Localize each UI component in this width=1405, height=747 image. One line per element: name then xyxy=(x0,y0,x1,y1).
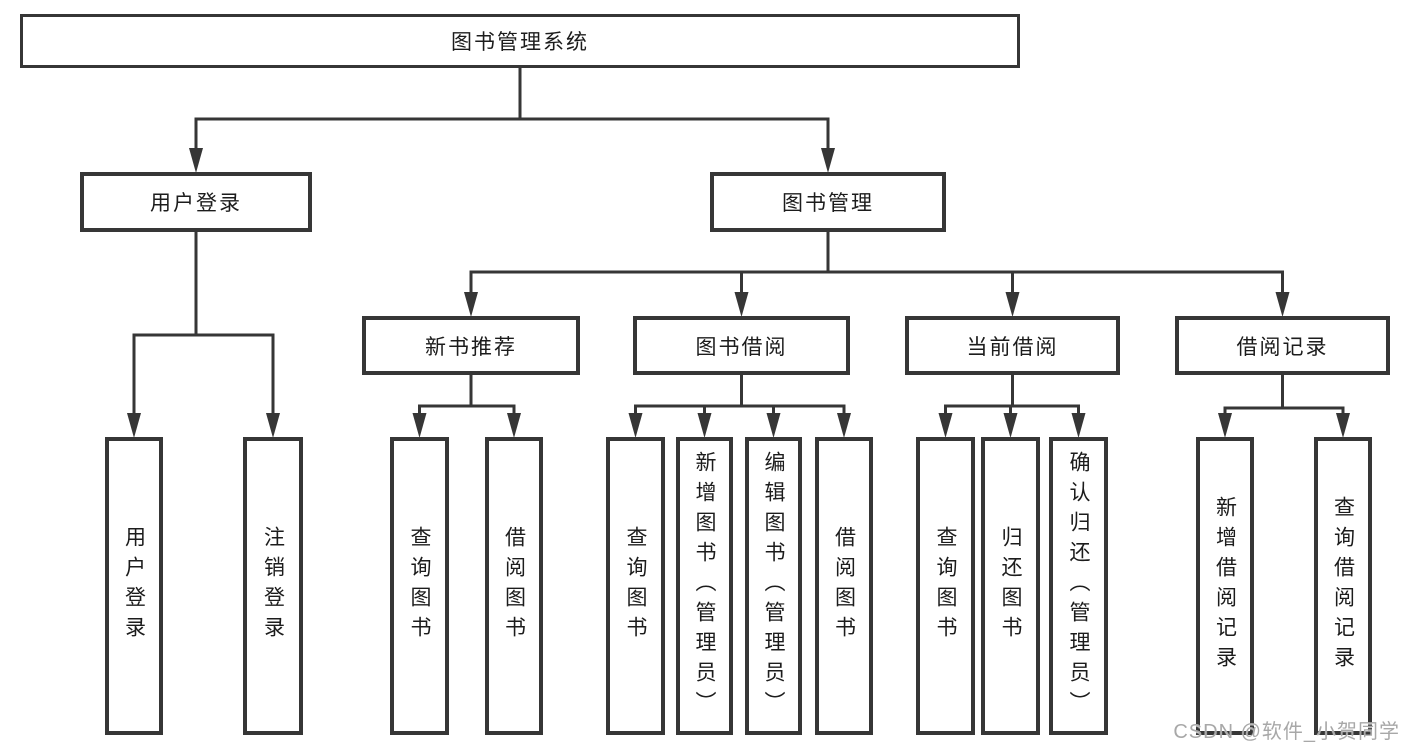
node-label: 借阅记录 xyxy=(1236,335,1329,359)
node-cb-confirm-return: 确认归还（管理员） xyxy=(1049,437,1108,735)
node-bb-borrow-books: 借阅图书 xyxy=(815,437,873,735)
node-label: 注销登录 xyxy=(261,526,285,646)
node-label: 用户登录 xyxy=(150,192,242,215)
arrowhead-icon xyxy=(766,413,781,438)
arrowhead-icon xyxy=(938,413,953,438)
node-label: 当前借阅 xyxy=(966,335,1059,359)
node-label: 新增图书（管理员） xyxy=(693,451,716,721)
node-label: 查询图书 xyxy=(624,526,647,646)
arrowhead-icon xyxy=(127,413,141,438)
node-label: 归还图书 xyxy=(999,526,1022,646)
node-nbr-borrow-books: 借阅图书 xyxy=(485,437,543,735)
arrowhead-icon xyxy=(266,413,280,438)
node-label: 图书管理 xyxy=(782,192,874,215)
node-bb-add-books: 新增图书（管理员） xyxy=(676,437,733,735)
arrowhead-icon xyxy=(697,413,712,438)
node-logout: 注销登录 xyxy=(243,437,303,735)
node-label: 新增借阅记录 xyxy=(1213,496,1237,676)
node-label: 新书推荐 xyxy=(425,335,517,359)
node-br-add-record: 新增借阅记录 xyxy=(1196,437,1254,735)
node-new-book-rec: 新书推荐 xyxy=(362,316,580,375)
arrowhead-icon xyxy=(189,148,203,173)
node-label: 编辑图书（管理员） xyxy=(762,451,785,721)
node-label: 图书管理系统 xyxy=(451,31,589,54)
arrowhead-icon xyxy=(1005,292,1020,317)
arrowhead-icon xyxy=(412,413,427,438)
node-book-borrow: 图书借阅 xyxy=(633,316,850,375)
arrowhead-icon xyxy=(821,148,835,173)
node-bb-query-books: 查询图书 xyxy=(606,437,665,735)
node-borrow-records: 借阅记录 xyxy=(1175,316,1390,375)
node-book-mgmt: 图书管理 xyxy=(710,172,946,232)
node-label: 查询图书 xyxy=(934,526,957,646)
node-label: 查询借阅记录 xyxy=(1331,496,1355,676)
arrowhead-icon xyxy=(734,292,749,317)
arrowhead-icon xyxy=(1275,292,1290,317)
node-root: 图书管理系统 xyxy=(20,14,1020,68)
arrowhead-icon xyxy=(1071,413,1086,438)
node-cb-query-books: 查询图书 xyxy=(916,437,975,735)
node-label: 用户登录 xyxy=(122,526,146,646)
arrowhead-icon xyxy=(507,413,521,438)
arrowhead-icon xyxy=(1218,413,1232,438)
node-label: 借阅图书 xyxy=(502,526,526,646)
node-label: 图书借阅 xyxy=(695,335,788,359)
node-bb-edit-books: 编辑图书（管理员） xyxy=(745,437,802,735)
arrowhead-icon xyxy=(464,292,478,317)
arrowhead-icon xyxy=(628,413,643,438)
node-label: 借阅图书 xyxy=(832,526,856,646)
node-user-login-group: 用户登录 xyxy=(80,172,312,232)
node-label: 确认归还（管理员） xyxy=(1067,451,1090,721)
node-br-query-record: 查询借阅记录 xyxy=(1314,437,1372,735)
node-current-borrow: 当前借阅 xyxy=(905,316,1120,375)
node-label: 查询图书 xyxy=(408,526,431,646)
node-user-login: 用户登录 xyxy=(105,437,163,735)
node-nbr-query-books: 查询图书 xyxy=(390,437,449,735)
arrowhead-icon xyxy=(837,413,851,438)
node-cb-return-books: 归还图书 xyxy=(981,437,1040,735)
arrowhead-icon xyxy=(1336,413,1350,438)
arrowhead-icon xyxy=(1003,413,1018,438)
